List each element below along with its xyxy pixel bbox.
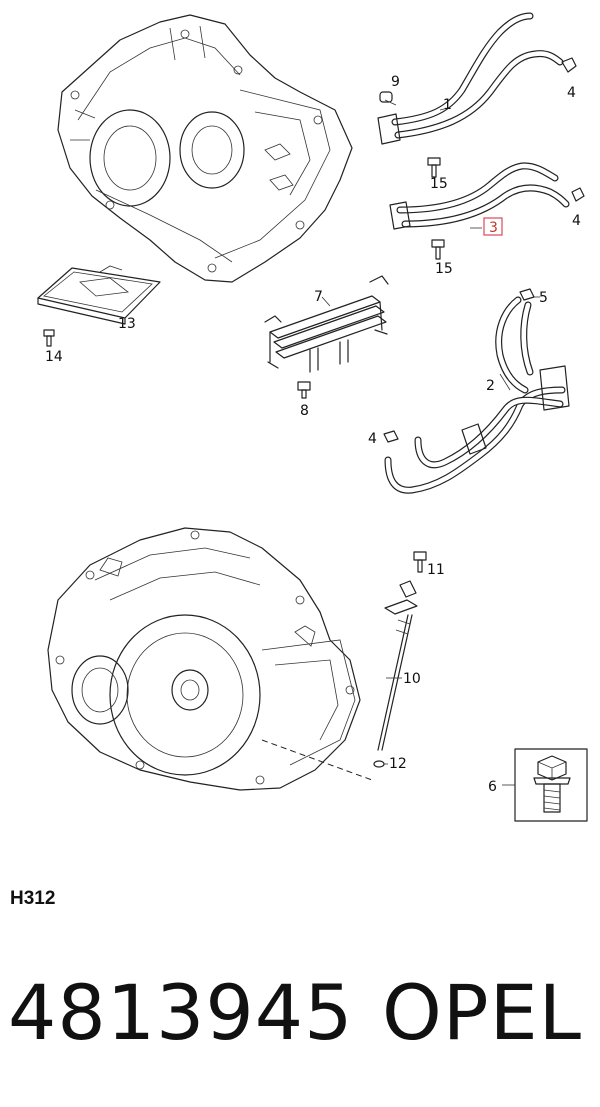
bolt-8 — [297, 381, 311, 399]
callout-6[interactable]: 6 — [488, 779, 497, 795]
callout-3-highlight-box — [483, 217, 503, 236]
lower-transmission-housing — [47, 527, 361, 791]
callout-15-middle[interactable]: 15 — [435, 261, 453, 277]
dipstick-10 — [377, 580, 418, 751]
part-number: 4813945 — [8, 968, 354, 1057]
callout-4-middle[interactable]: 4 — [572, 213, 581, 229]
callout-9[interactable]: 9 — [391, 74, 400, 90]
callout-15-top[interactable]: 15 — [430, 176, 448, 192]
bolt-15-top — [427, 157, 441, 178]
clip-4-lower — [383, 430, 399, 443]
oil-cooler-7 — [264, 275, 389, 373]
callout-12[interactable]: 12 — [389, 756, 407, 772]
callout-3[interactable]: 3 — [489, 220, 498, 236]
callout-10[interactable]: 10 — [403, 671, 421, 687]
callout-7[interactable]: 7 — [314, 289, 323, 305]
callout-4-top[interactable]: 4 — [567, 85, 576, 101]
callout-13[interactable]: 13 — [118, 316, 136, 332]
part-13-filter — [37, 265, 161, 325]
brand-name: OPEL — [381, 968, 582, 1057]
clip-5 — [519, 288, 535, 301]
leader-dashed — [261, 739, 373, 781]
callout-11[interactable]: 11 — [427, 562, 445, 578]
cooler-pipe-2 — [384, 296, 570, 494]
bolt-6-frame — [514, 748, 588, 822]
callout-1[interactable]: 1 — [443, 97, 452, 113]
cooler-pipe-3 — [389, 162, 570, 230]
callout-4-lower[interactable]: 4 — [368, 431, 377, 447]
parts-diagram: 1 2 3 4 4 4 5 6 7 8 9 10 11 12 13 14 15 … — [37, 12, 588, 822]
leader-lines — [321, 99, 540, 786]
bolt-14 — [43, 329, 55, 347]
callout-2[interactable]: 2 — [486, 378, 495, 394]
callouts: 1 2 3 4 4 4 5 6 7 8 9 10 11 12 13 14 15 … — [45, 74, 581, 795]
clip-4-top — [561, 57, 577, 73]
bolt-11 — [413, 551, 427, 573]
callout-8[interactable]: 8 — [300, 403, 309, 419]
upper-transmission-housing — [57, 14, 353, 283]
cooler-pipe-1 — [377, 12, 564, 145]
seal-12 — [373, 760, 385, 768]
callout-5[interactable]: 5 — [539, 290, 548, 306]
callout-14[interactable]: 14 — [45, 349, 63, 365]
clip-4-middle — [571, 187, 585, 202]
bolt-15-middle — [431, 239, 445, 260]
diagram-code: H312 — [10, 888, 56, 909]
